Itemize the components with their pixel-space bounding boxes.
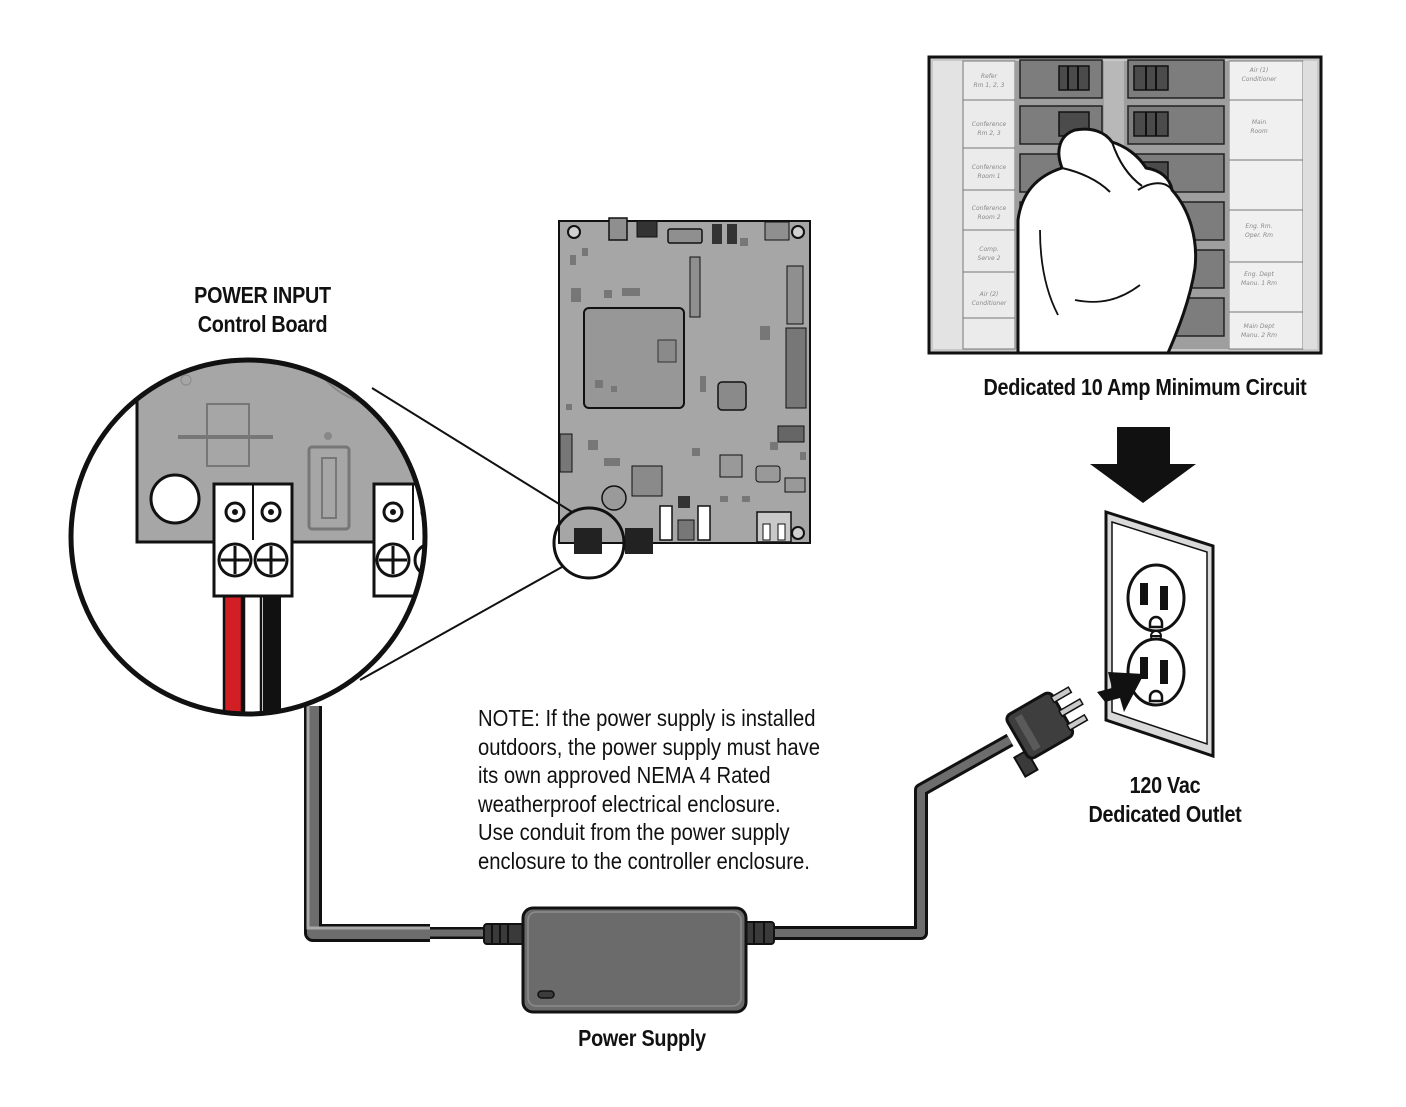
down-arrow-icon <box>1090 427 1196 503</box>
power-supply-label: Power Supply <box>578 1025 706 1051</box>
power-input-label: POWER INPUT Control Board <box>166 281 360 339</box>
circuit-label-right: Air (1)Conditioner <box>1241 67 1277 83</box>
ac-plug-icon <box>1005 686 1089 779</box>
zoomed-terminal-detail <box>68 357 428 717</box>
ac-power-cord <box>743 733 1014 945</box>
note-line: weatherproof electrical enclosure. <box>478 790 781 817</box>
note-line: NOTE: If the power supply is installed <box>478 705 816 731</box>
note-line: enclosure to the controller enclosure. <box>478 847 810 874</box>
breaker-caption: Dedicated 10 Amp Minimum Circuit <box>983 374 1307 400</box>
dc-output-cable <box>304 706 525 945</box>
circuit-label-left: Comp.Serve 2 <box>977 246 1001 262</box>
note-line: Use conduit from the power supply <box>478 819 790 846</box>
outdoor-installation-note: NOTE: If the power supply is installed o… <box>478 704 865 876</box>
control-board <box>558 217 811 554</box>
breaker-panel <box>927 55 1323 355</box>
power-input-title: POWER INPUT <box>194 282 331 308</box>
power-supply-brick <box>521 906 748 1014</box>
circuit-label-left: Air (2)Conditioner <box>971 291 1007 307</box>
note-line: outdoors, the power supply must have <box>478 733 821 760</box>
outlet-label: 120 Vac Dedicated Outlet <box>1075 771 1256 829</box>
hand-icon <box>1016 127 1198 355</box>
note-line: its own approved NEMA 4 Rated <box>478 762 771 789</box>
power-input-subtitle: Control Board <box>197 311 328 337</box>
led-indicator-icon <box>537 990 555 999</box>
outlet-voltage: 120 Vac <box>1129 772 1201 798</box>
outlet-description: Dedicated Outlet <box>1088 801 1242 827</box>
wall-outlet <box>1104 509 1215 759</box>
insert-arrow-icon <box>1097 672 1144 712</box>
zoom-source-circle <box>552 506 626 580</box>
circuit-label-right: Eng. Rm.Oper. Rm <box>1245 223 1273 239</box>
